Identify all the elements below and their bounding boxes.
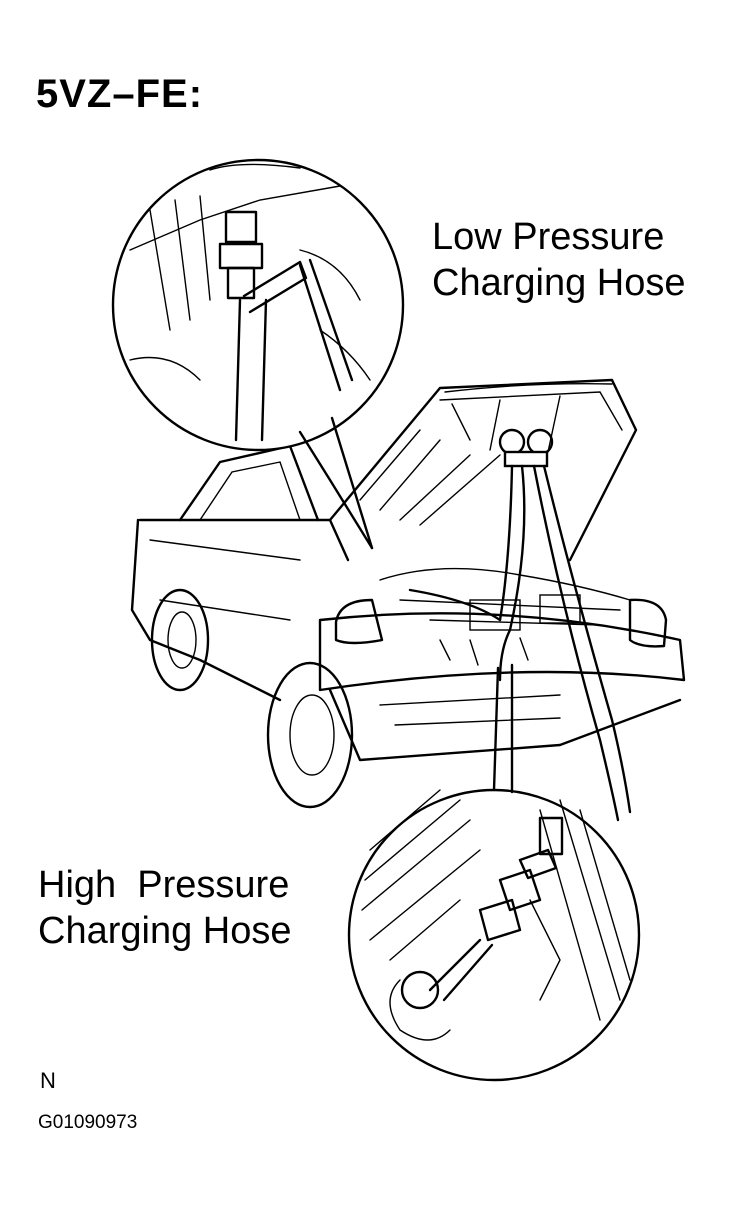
low-pressure-label: Low Pressure Charging Hose (432, 214, 685, 306)
low-pressure-line2: Charging Hose (432, 262, 686, 304)
note-letter: N (40, 1068, 56, 1093)
high-pressure-line2: Charging Hose (38, 910, 292, 952)
engine-heading: 5VZ–FE: (36, 72, 204, 116)
figure-id: G01090973 (38, 1112, 138, 1133)
high-pressure-zoom (347, 663, 641, 1082)
high-pressure-line1: High Pressure (38, 864, 290, 906)
manifold-gauge-and-hoses (408, 428, 632, 822)
low-pressure-zoom (111, 158, 405, 550)
truck-illustration (130, 378, 686, 809)
high-pressure-label: High Pressure Charging Hose (38, 862, 291, 954)
low-pressure-line1: Low Pressure (432, 216, 665, 258)
